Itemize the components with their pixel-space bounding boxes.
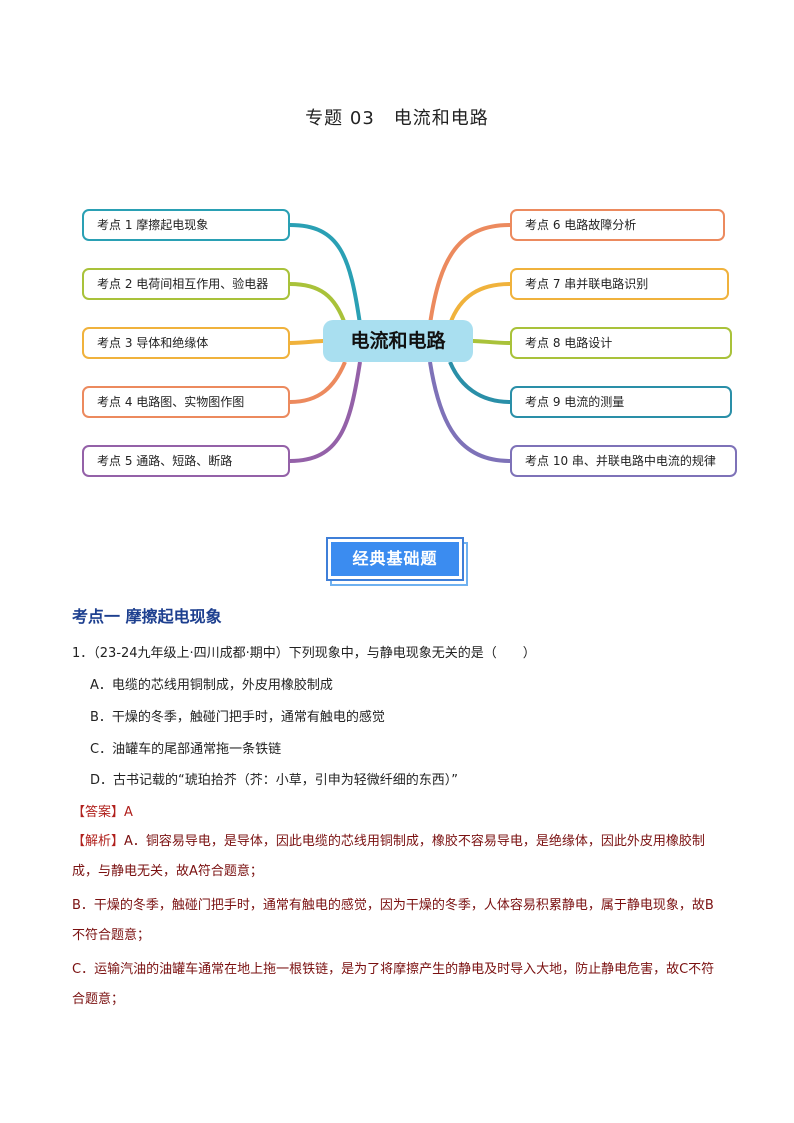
option-a: A．电缆的芯线用铜制成，外皮用橡胶制成 [90, 678, 333, 693]
branch-1 [289, 223, 362, 325]
branch-7 [448, 282, 511, 325]
branch-9 [448, 361, 511, 404]
option-d: D．古书记载的“琥珀拾芥（芥：小草，引申为轻微纤细的东西）” [90, 773, 458, 788]
analysis-c: C．运输汽油的油罐车通常在地上拖一根铁链，是为了将摩擦产生的静电及时导入大地，防… [72, 962, 715, 1007]
option-b: B．干燥的冬季，触碰门把手时，通常有触电的感觉 [90, 710, 385, 725]
mind-map-node-10: 考点 10 串、并联电路中电流的规律 [510, 445, 737, 477]
badge-label: 经典基础题 [331, 542, 459, 576]
mind-map-node-9: 考点 9 电流的测量 [510, 386, 732, 418]
classic-basic-badge: 经典基础题 [326, 537, 468, 587]
badge-frame: 经典基础题 [326, 537, 464, 581]
branch-3 [289, 339, 324, 345]
analysis-a: 【解析】A．铜容易导电，是导体，因此电缆的芯线用铜制成，橡胶不容易导电，是绝缘体… [72, 827, 724, 887]
page-title: 专题 03 电流和电路 [305, 108, 489, 129]
mind-map-center: 电流和电路 [323, 320, 473, 362]
branch-10 [428, 361, 511, 463]
mind-map-node-2: 考点 2 电荷间相互作用、验电器 [82, 268, 290, 300]
analysis-tag: 【解析】 [72, 834, 125, 849]
mind-map-node-5: 考点 5 通路、短路、断路 [82, 445, 290, 477]
branch-4 [289, 361, 347, 404]
mind-map-node-8: 考点 8 电路设计 [510, 327, 732, 359]
section-heading: 考点一 摩擦起电现象 [72, 607, 222, 626]
option-c: C．油罐车的尾部通常拖一条铁链 [90, 742, 282, 757]
mind-map-branches [289, 223, 511, 463]
mind-map-node-4: 考点 4 电路图、实物图作图 [82, 386, 290, 418]
mind-map-node-6: 考点 6 电路故障分析 [510, 209, 725, 241]
branch-8 [472, 339, 511, 345]
mind-map: 电流和电路 考点 1 摩擦起电现象 考点 2 电荷间相互作用、验电器 考点 3 … [0, 196, 794, 496]
answer-line: 【答案】A [72, 801, 133, 820]
branch-5 [289, 361, 362, 463]
mind-map-node-7: 考点 7 串并联电路识别 [510, 268, 729, 300]
mind-map-node-3: 考点 3 导体和绝缘体 [82, 327, 290, 359]
branch-2 [289, 282, 347, 325]
answer-value: A [124, 805, 133, 820]
question-stem: 1．（23-24九年级上·四川成都·期中）下列现象中，与静电现象无关的是（ ） [72, 646, 536, 661]
analysis-b: B．干燥的冬季，触碰门把手时，通常有触电的感觉，因为干燥的冬季，人体容易积累静电… [72, 898, 714, 943]
analysis-text-a: A．铜容易导电，是导体，因此电缆的芯线用铜制成，橡胶不容易导电，是绝缘体，因此外… [72, 834, 705, 879]
answer-tag: 【答案】 [72, 805, 125, 820]
branch-6 [428, 223, 511, 325]
mind-map-node-1: 考点 1 摩擦起电现象 [82, 209, 290, 241]
